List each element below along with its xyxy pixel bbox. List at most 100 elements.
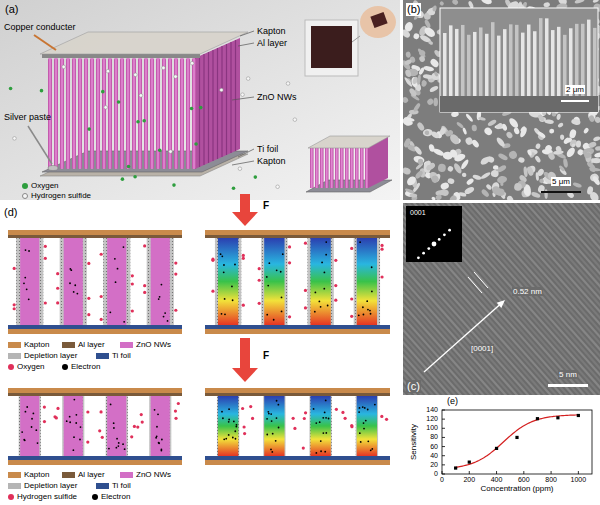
lattice-fringe bbox=[511, 203, 600, 325]
hydrogen-sulfide-molecule bbox=[140, 413, 143, 416]
electron bbox=[163, 316, 165, 318]
zno-nanowire bbox=[20, 396, 39, 456]
electron bbox=[281, 297, 283, 299]
legend-dot bbox=[22, 193, 28, 199]
grain bbox=[496, 175, 507, 184]
electron bbox=[21, 431, 23, 433]
legend-item: Al layer bbox=[62, 470, 105, 479]
depletion-layer bbox=[103, 238, 130, 325]
grain bbox=[535, 143, 541, 150]
grain bbox=[403, 96, 409, 104]
diffraction-spot bbox=[448, 229, 451, 232]
grain bbox=[537, 131, 546, 139]
electron bbox=[266, 434, 268, 436]
grain bbox=[588, 190, 600, 200]
grain bbox=[413, 145, 423, 156]
legend-swatch bbox=[62, 472, 75, 478]
electron bbox=[266, 314, 268, 316]
nanowire bbox=[114, 58, 118, 169]
grain bbox=[555, 145, 563, 153]
nanowire-schematic bbox=[205, 230, 390, 334]
part-label: Silver paste bbox=[3, 112, 52, 122]
grain bbox=[536, 168, 545, 177]
nanowire bbox=[186, 58, 190, 169]
lattice-fringe bbox=[533, 203, 600, 306]
spacing-label: 0.52 nm bbox=[512, 287, 543, 296]
electron bbox=[359, 432, 361, 434]
hydrogen-sulfide-molecule bbox=[385, 418, 388, 421]
lattice-fringe bbox=[445, 203, 600, 384]
grain bbox=[544, 119, 554, 124]
grain bbox=[431, 175, 440, 184]
grain bbox=[466, 177, 475, 186]
silver-lead bbox=[28, 126, 52, 164]
tick-label: 200 bbox=[462, 476, 476, 484]
electron bbox=[364, 407, 366, 409]
depletion-layer bbox=[215, 238, 241, 325]
hydrogen-sulfide-molecule bbox=[43, 420, 46, 423]
electron bbox=[371, 448, 373, 450]
electron bbox=[161, 448, 163, 450]
lattice-fringe bbox=[489, 203, 600, 345]
electron bbox=[325, 432, 327, 434]
electron bbox=[367, 309, 369, 311]
lattice-fringe bbox=[442, 203, 600, 387]
depletion-layer bbox=[60, 238, 87, 325]
axis-tick bbox=[469, 471, 470, 474]
electron bbox=[365, 420, 367, 422]
electron bbox=[69, 282, 71, 284]
nanowire bbox=[144, 58, 148, 169]
hydrogen-sulfide-molecule bbox=[293, 118, 297, 122]
zno-nanowire bbox=[151, 238, 170, 325]
oxygen-molecule bbox=[288, 315, 291, 318]
legend-text: Electron bbox=[71, 362, 100, 371]
electron bbox=[32, 413, 34, 415]
grain bbox=[448, 133, 461, 146]
grain bbox=[589, 167, 600, 172]
part-label: Al layer bbox=[256, 38, 288, 48]
grain bbox=[557, 122, 564, 129]
oxygen-molecule bbox=[9, 87, 13, 91]
legend-swatch bbox=[96, 483, 109, 489]
zno-nanowire bbox=[20, 238, 39, 325]
oxygen-molecule bbox=[40, 89, 44, 93]
kapton-layer bbox=[205, 230, 390, 235]
grain bbox=[479, 155, 491, 166]
grain bbox=[453, 152, 466, 162]
kapton-layer bbox=[205, 460, 390, 465]
nanowire bbox=[150, 58, 154, 169]
hydrogen-sulfide-molecule bbox=[241, 407, 244, 410]
electron bbox=[362, 406, 364, 408]
plot-frame bbox=[442, 410, 592, 474]
nanowire bbox=[212, 50, 213, 161]
legend-item: Ti foil bbox=[96, 351, 131, 360]
oxygen-molecule bbox=[304, 306, 307, 309]
part-label: Kapton bbox=[256, 156, 287, 166]
hydrogen-sulfide-molecule bbox=[101, 436, 104, 439]
depletion-layer bbox=[106, 396, 128, 456]
electron bbox=[225, 438, 227, 440]
oxygen-molecule bbox=[242, 304, 245, 307]
lattice-fringe bbox=[452, 203, 600, 378]
electron bbox=[123, 246, 125, 248]
oxygen-molecule bbox=[258, 302, 261, 305]
oxygen-molecule bbox=[194, 142, 198, 146]
data-point bbox=[577, 414, 580, 417]
grain bbox=[413, 33, 420, 40]
grain bbox=[411, 77, 418, 88]
electron bbox=[320, 440, 322, 442]
grain bbox=[433, 71, 438, 77]
electron bbox=[363, 422, 365, 424]
grain bbox=[560, 134, 565, 140]
oxygen-molecule bbox=[232, 186, 236, 190]
electron bbox=[117, 268, 119, 270]
oxygen-molecule bbox=[174, 309, 177, 312]
electron bbox=[80, 426, 82, 428]
grain bbox=[424, 19, 432, 29]
arrow-head bbox=[497, 300, 505, 308]
legend-text: Hydrogen sulfide bbox=[17, 492, 77, 501]
arrow-head bbox=[232, 212, 258, 226]
oxygen-molecule bbox=[100, 295, 103, 298]
lattice-fringe bbox=[505, 203, 600, 331]
